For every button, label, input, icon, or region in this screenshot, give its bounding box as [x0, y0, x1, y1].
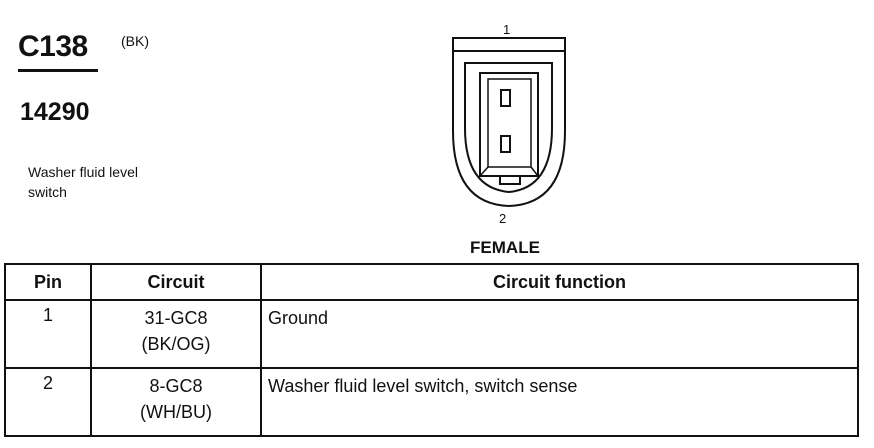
connector-id-underline — [18, 69, 98, 72]
connector-color-code: (BK) — [121, 33, 149, 49]
terminal-cavity — [479, 72, 539, 177]
header-pin: Pin — [4, 263, 92, 301]
table-row: 1 31-GC8 (BK/OG) Ground — [4, 299, 859, 369]
wire-color: (BK/OG) — [141, 334, 211, 354]
table-row: 2 8-GC8 (WH/BU) Washer fluid level switc… — [4, 367, 859, 437]
pin-cell: 2 — [4, 367, 92, 437]
part-number: 14290 — [20, 98, 90, 126]
housing-inner — [464, 62, 553, 194]
pin-cell: 1 — [4, 299, 92, 369]
circuit-number: 8-GC8 — [149, 376, 203, 396]
function-cell: Washer fluid level switch, switch sense — [260, 367, 859, 437]
pin-label-2: 2 — [499, 211, 506, 226]
table-header-row: Pin Circuit Circuit function — [4, 263, 859, 301]
circuit-cell: 8-GC8 (WH/BU) — [90, 367, 262, 437]
description-line: switch — [28, 184, 67, 200]
circuit-number: 31-GC8 — [144, 308, 208, 328]
pin-hole-2 — [500, 135, 511, 153]
pin-hole-1 — [500, 89, 511, 107]
circuit-function: Ground — [268, 308, 329, 328]
description-line: Washer fluid level — [28, 164, 138, 180]
locking-tab — [499, 176, 521, 185]
circuit-function: Washer fluid level switch, switch sense — [268, 376, 578, 396]
terminal-inner-frame — [487, 78, 532, 168]
connector-description: Washer fluid level switch — [28, 162, 188, 202]
connector-gender: FEMALE — [470, 238, 540, 257]
connector-face-icon: 1 2 — [452, 22, 566, 226]
header-circuit: Circuit — [90, 263, 262, 301]
pin-label-1: 1 — [503, 22, 510, 37]
connector-id: C138 — [18, 30, 88, 63]
connector-diagram: 1 2 — [440, 16, 580, 231]
circuit-cell: 31-GC8 (BK/OG) — [90, 299, 262, 369]
function-cell: Ground — [260, 299, 859, 369]
pinout-table: Pin Circuit Circuit function 1 31-GC8 (B… — [4, 263, 859, 437]
wire-color: (WH/BU) — [140, 402, 212, 422]
header-circuit-function: Circuit function — [260, 263, 859, 301]
housing-outer — [452, 37, 566, 208]
